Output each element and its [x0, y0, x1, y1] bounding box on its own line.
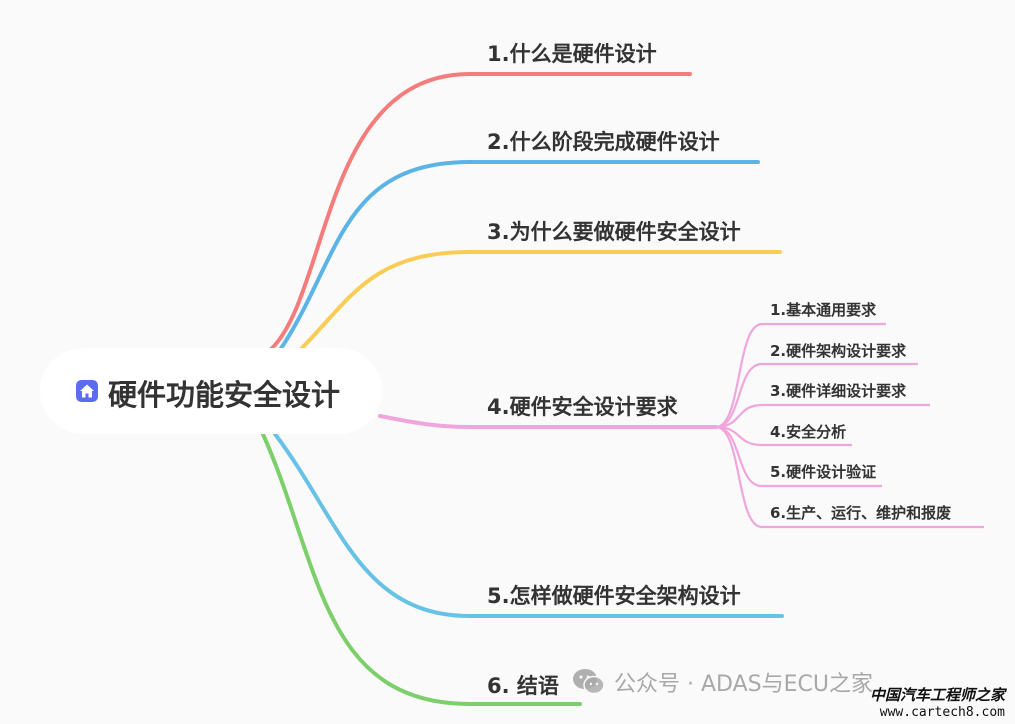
root-topic[interactable]: 硬件功能安全设计: [40, 348, 382, 434]
connector-branch-4: [378, 414, 718, 429]
subtopic-connector: [715, 425, 984, 529]
subtopic-4-label[interactable]: 4.安全分析: [770, 423, 847, 441]
home-icon: [76, 380, 98, 402]
connector-branch-5: [273, 432, 784, 618]
subtopic-connector: [715, 322, 886, 429]
branch-3-label[interactable]: 3.为什么要做硬件安全设计: [487, 220, 741, 244]
branch-2-label[interactable]: 2.什么阶段完成硬件设计: [487, 130, 720, 154]
connector-branch-1: [266, 72, 692, 354]
subtopic-3-label[interactable]: 3.硬件详细设计要求: [770, 382, 907, 400]
branch-6-label[interactable]: 6. 结语: [487, 674, 559, 698]
subtopic-connector: [715, 403, 930, 429]
subtopic-connector: [715, 425, 852, 447]
connector-branch-3: [298, 250, 782, 352]
connector-subtopics: [715, 322, 984, 529]
connector-branch-2: [278, 160, 760, 352]
root-topic-label: 硬件功能安全设计: [108, 378, 341, 412]
watermark: 公众号 · ADAS与ECU之家: [572, 666, 873, 698]
subtopic-2-label[interactable]: 2.硬件架构设计要求: [770, 342, 907, 360]
site-branding: 中国汽车工程师之家 www.cartech8.com: [870, 684, 1005, 720]
subtopic-1-label[interactable]: 1.基本通用要求: [770, 301, 877, 319]
connector-branch-6: [260, 430, 582, 706]
branch-5-label[interactable]: 5.怎样做硬件安全架构设计: [487, 584, 741, 608]
site-url: www.cartech8.com: [879, 705, 1005, 720]
subtopic-connector: [715, 362, 918, 429]
site-title: 中国汽车工程师之家: [869, 686, 1005, 704]
branch-4-label[interactable]: 4.硬件安全设计要求: [487, 395, 678, 419]
wechat-icon: [573, 669, 605, 695]
watermark-text: 公众号 · ADAS与ECU之家: [614, 672, 873, 697]
subtopic-6-label[interactable]: 6.生产、运行、维护和报废: [770, 504, 952, 522]
branch-1-label[interactable]: 1.什么是硬件设计: [487, 42, 657, 66]
subtopic-5-label[interactable]: 5.硬件设计验证: [770, 463, 877, 481]
